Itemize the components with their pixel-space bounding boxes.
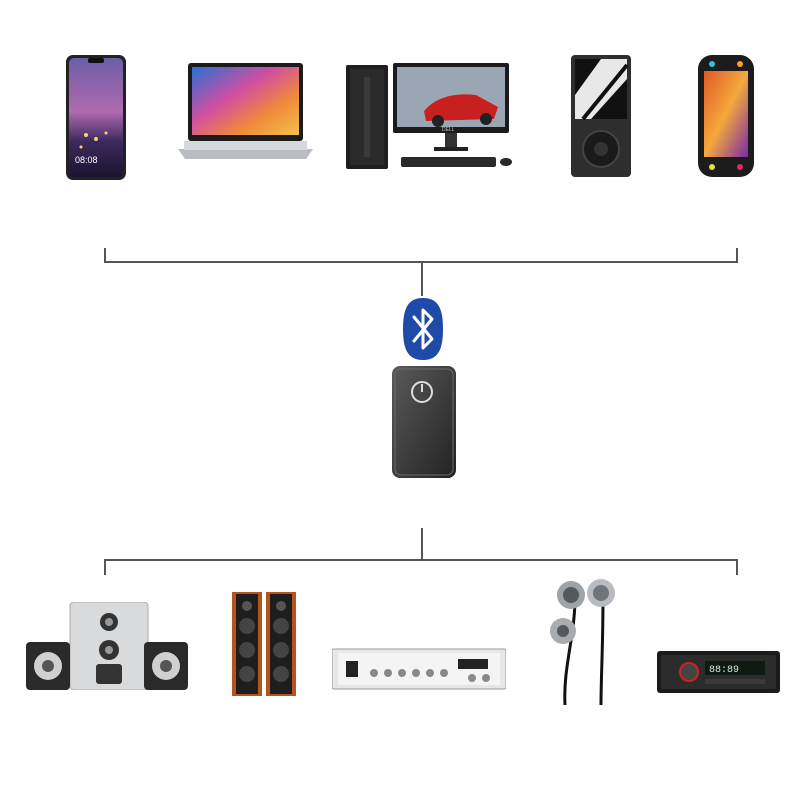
amplifier-icon	[332, 645, 506, 691]
laptop-icon	[178, 63, 313, 161]
car-stereo-display: 88:89	[709, 665, 739, 676]
bottom-bracket-line	[104, 528, 738, 575]
bluetooth-icon	[403, 298, 443, 360]
car-stereo-icon: 88:89	[657, 651, 780, 693]
smartphone-icon: 08:08	[66, 55, 126, 180]
earphones-icon	[545, 577, 620, 705]
tower-speakers-icon	[232, 592, 298, 698]
monitor-brand: DELL	[442, 127, 455, 133]
bluetooth-transmitter-receiver-icon	[392, 366, 456, 478]
phone-clock: 08:08	[75, 155, 98, 165]
desktop-pc-icon: DELL	[346, 63, 516, 171]
top-bracket-line	[104, 248, 738, 296]
mp3-player-icon	[571, 55, 631, 177]
handheld-game-console-icon	[698, 55, 754, 177]
speaker-system-icon	[26, 602, 188, 690]
